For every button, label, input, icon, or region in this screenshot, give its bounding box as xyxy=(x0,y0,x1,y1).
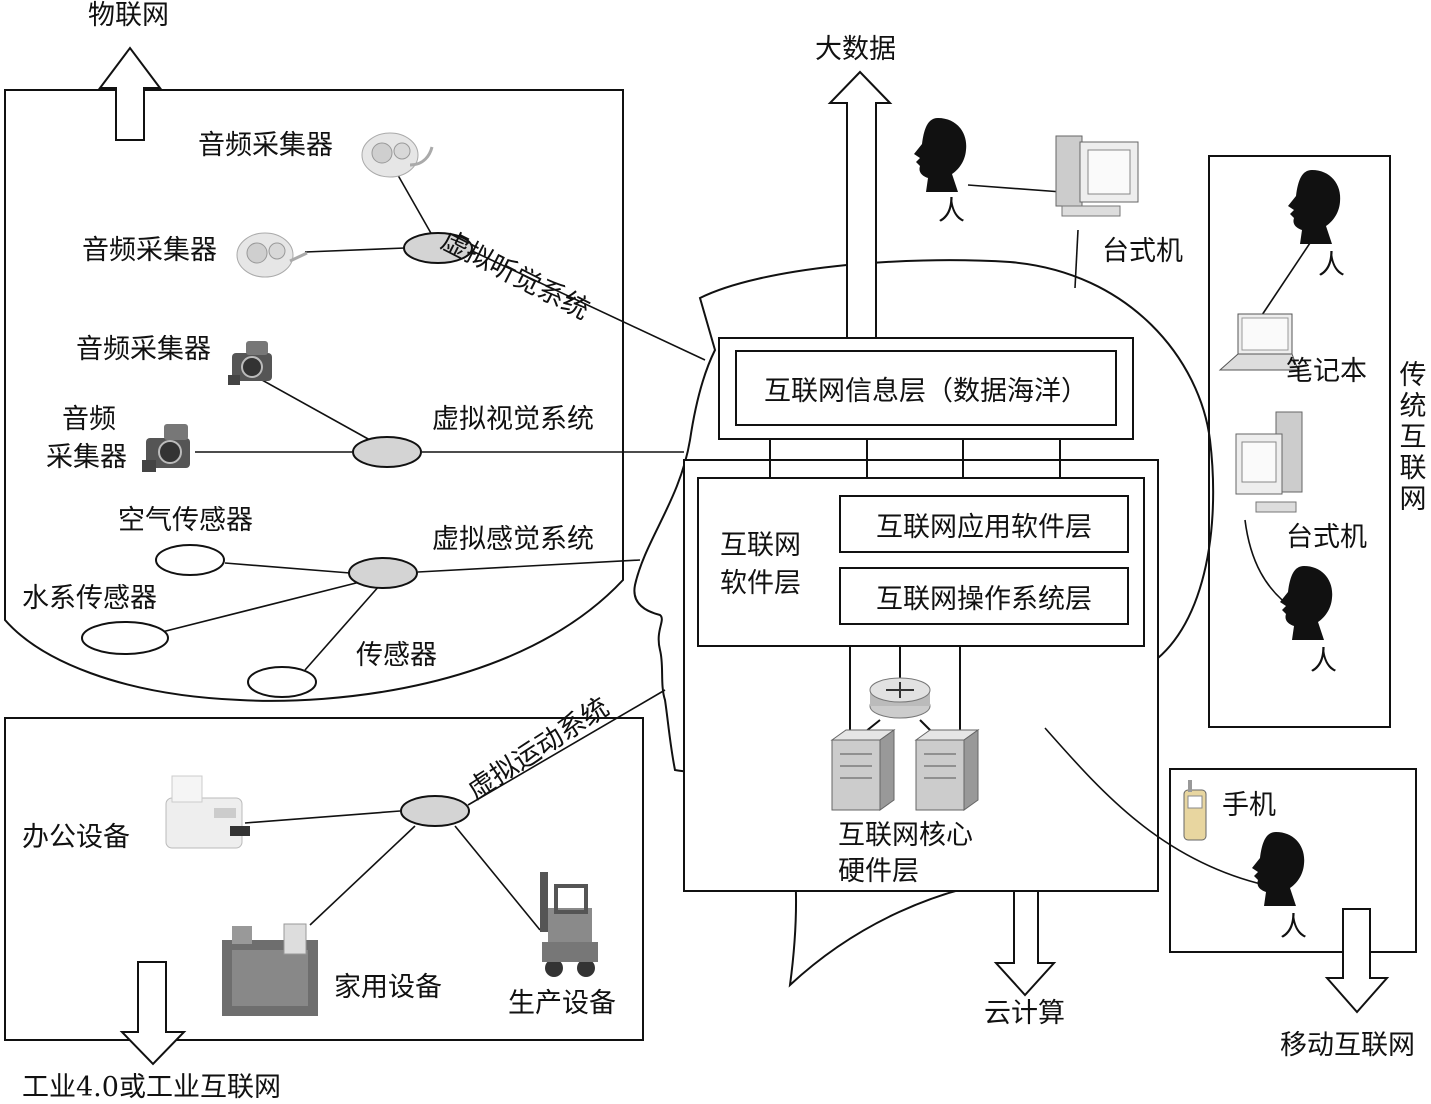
app-layer-label: 互联网应用软件层 xyxy=(876,511,1092,543)
video-collector-label-line2: 采集器 xyxy=(46,442,127,473)
desktop-label: 台式机 xyxy=(1102,236,1183,267)
os-layer-box: 互联网操作系统层 xyxy=(839,567,1129,625)
forklift-icon xyxy=(540,872,598,977)
head-outline xyxy=(633,259,1215,988)
person-label: 人 xyxy=(1310,646,1337,677)
person-label: 人 xyxy=(938,196,965,227)
core-hardware-label-line1: 互联网核心 xyxy=(838,820,973,851)
vision-hub xyxy=(352,436,422,468)
audio-collector-label: 音频采集器 xyxy=(82,235,217,266)
server-icon xyxy=(830,729,896,811)
desktop-computer-icon xyxy=(1055,135,1139,217)
video-collector-label-line1: 音频 xyxy=(62,404,116,435)
laptop-label: 笔记本 xyxy=(1286,356,1367,387)
person-icon xyxy=(914,118,967,192)
sensor-label: 传感器 xyxy=(356,640,437,671)
industrial-label: 工业4.0或工业互联网 xyxy=(22,1072,281,1103)
person-label: 人 xyxy=(1280,912,1307,943)
mobile-arrow xyxy=(1324,908,1390,1014)
os-layer-label: 互联网操作系统层 xyxy=(876,583,1092,615)
software-layer-label-line2: 软件层 xyxy=(720,568,801,599)
desktop-computer-icon xyxy=(1235,411,1303,513)
server-icon xyxy=(914,729,980,811)
home-appliance-icon xyxy=(222,923,318,1016)
cloud-label: 云计算 xyxy=(984,998,1065,1029)
vision-system-label: 虚拟视觉系统 xyxy=(432,404,594,435)
camera-icon xyxy=(142,424,190,472)
water-sensor-label: 水系传感器 xyxy=(22,583,157,614)
app-layer-box: 互联网应用软件层 xyxy=(839,495,1129,553)
office-device-label: 办公设备 xyxy=(22,822,130,853)
hearing-hub xyxy=(403,232,473,264)
desktop-label: 台式机 xyxy=(1286,522,1367,553)
microphone-icon xyxy=(361,132,434,178)
router-icon xyxy=(869,677,931,719)
laptop-icon xyxy=(1218,313,1299,371)
fax-machine-icon xyxy=(165,775,250,849)
bigdata-label: 大数据 xyxy=(815,34,896,65)
phone-label: 手机 xyxy=(1222,790,1276,821)
industrial-arrow xyxy=(119,961,187,1066)
mobile-phone-icon xyxy=(1183,780,1207,841)
production-device-label: 生产设备 xyxy=(508,988,616,1019)
air-sensor-label: 空气传感器 xyxy=(118,505,253,536)
iot-label: 物联网 xyxy=(88,0,169,31)
generic-sensor-node xyxy=(247,666,317,698)
info-layer-label: 互联网信息层（数据海洋） xyxy=(764,375,1088,407)
water-sensor-node xyxy=(81,621,169,655)
traditional-internet-label: 传统互联网 xyxy=(1399,360,1427,516)
home-device-label: 家用设备 xyxy=(334,972,442,1003)
air-sensor-node xyxy=(155,544,225,576)
mobile-internet-label: 移动互联网 xyxy=(1280,1030,1415,1061)
feeling-system-label: 虚拟感觉系统 xyxy=(432,524,594,555)
info-layer-box: 互联网信息层（数据海洋） xyxy=(735,350,1117,426)
feeling-hub xyxy=(348,557,418,589)
person-label: 人 xyxy=(1318,250,1345,281)
core-hardware-label-line2: 硬件层 xyxy=(838,856,919,887)
software-layer-label-line1: 互联网 xyxy=(720,530,801,561)
video-collector-label: 音频采集器 xyxy=(76,334,211,365)
industrial-region xyxy=(4,717,644,1041)
iot-arrow xyxy=(98,46,162,141)
link-lines xyxy=(149,169,1321,931)
audio-collector-label: 音频采集器 xyxy=(198,130,333,161)
microphone-icon xyxy=(236,232,308,278)
motion-hub xyxy=(400,795,470,827)
bigdata-arrow xyxy=(827,70,893,341)
camera-icon xyxy=(228,341,272,385)
